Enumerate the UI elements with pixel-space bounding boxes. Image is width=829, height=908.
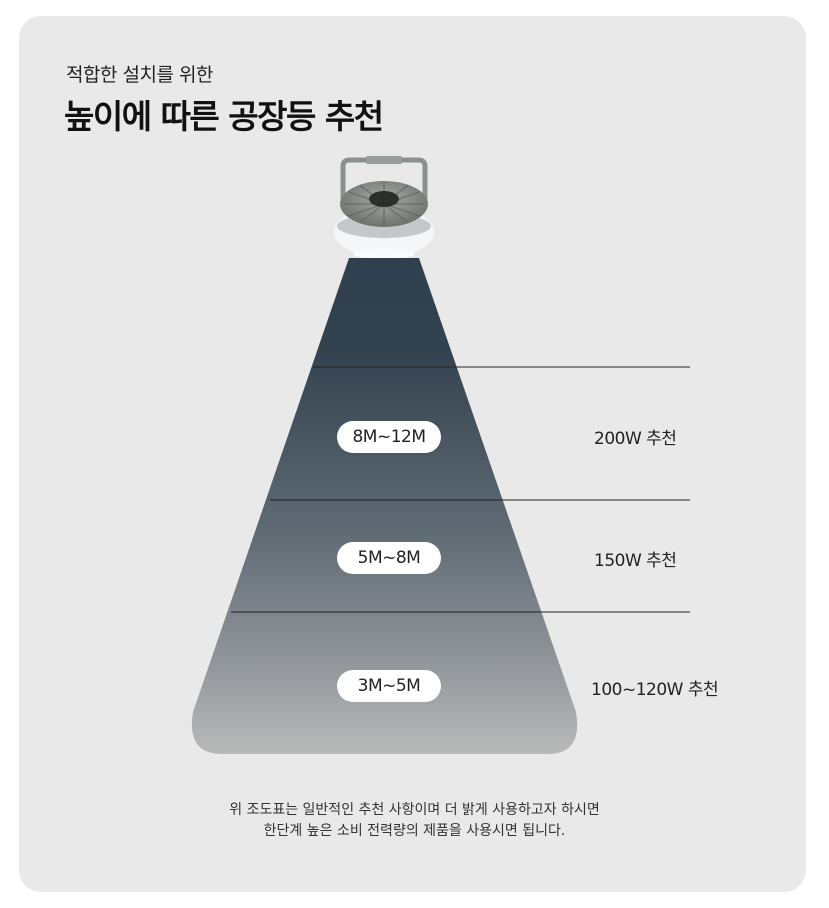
footnote-line-2: 한단계 높은 소비 전력량의 제품을 사용시면 됩니다. xyxy=(263,823,566,839)
recommendation-150w: 150W 추천 xyxy=(594,551,677,571)
height-label-5-8m: 5M~8M xyxy=(337,542,441,574)
subtitle: 적합한 설치를 위한 xyxy=(66,64,213,86)
footnote-line-1: 위 조도표는 일반적인 추천 사항이며 더 밝게 사용하고자 하시면 xyxy=(229,802,600,818)
lamp-icon xyxy=(334,156,434,259)
recommendation-200w: 200W 추천 xyxy=(594,429,677,449)
page-title: 높이에 따른 공장등 추천 xyxy=(64,97,384,136)
height-label-8-12m: 8M~12M xyxy=(337,421,441,453)
height-label-3-5m: 3M~5M xyxy=(337,670,441,702)
light-beam xyxy=(191,258,578,754)
recommendation-100-120w: 100~120W 추천 xyxy=(591,680,719,700)
